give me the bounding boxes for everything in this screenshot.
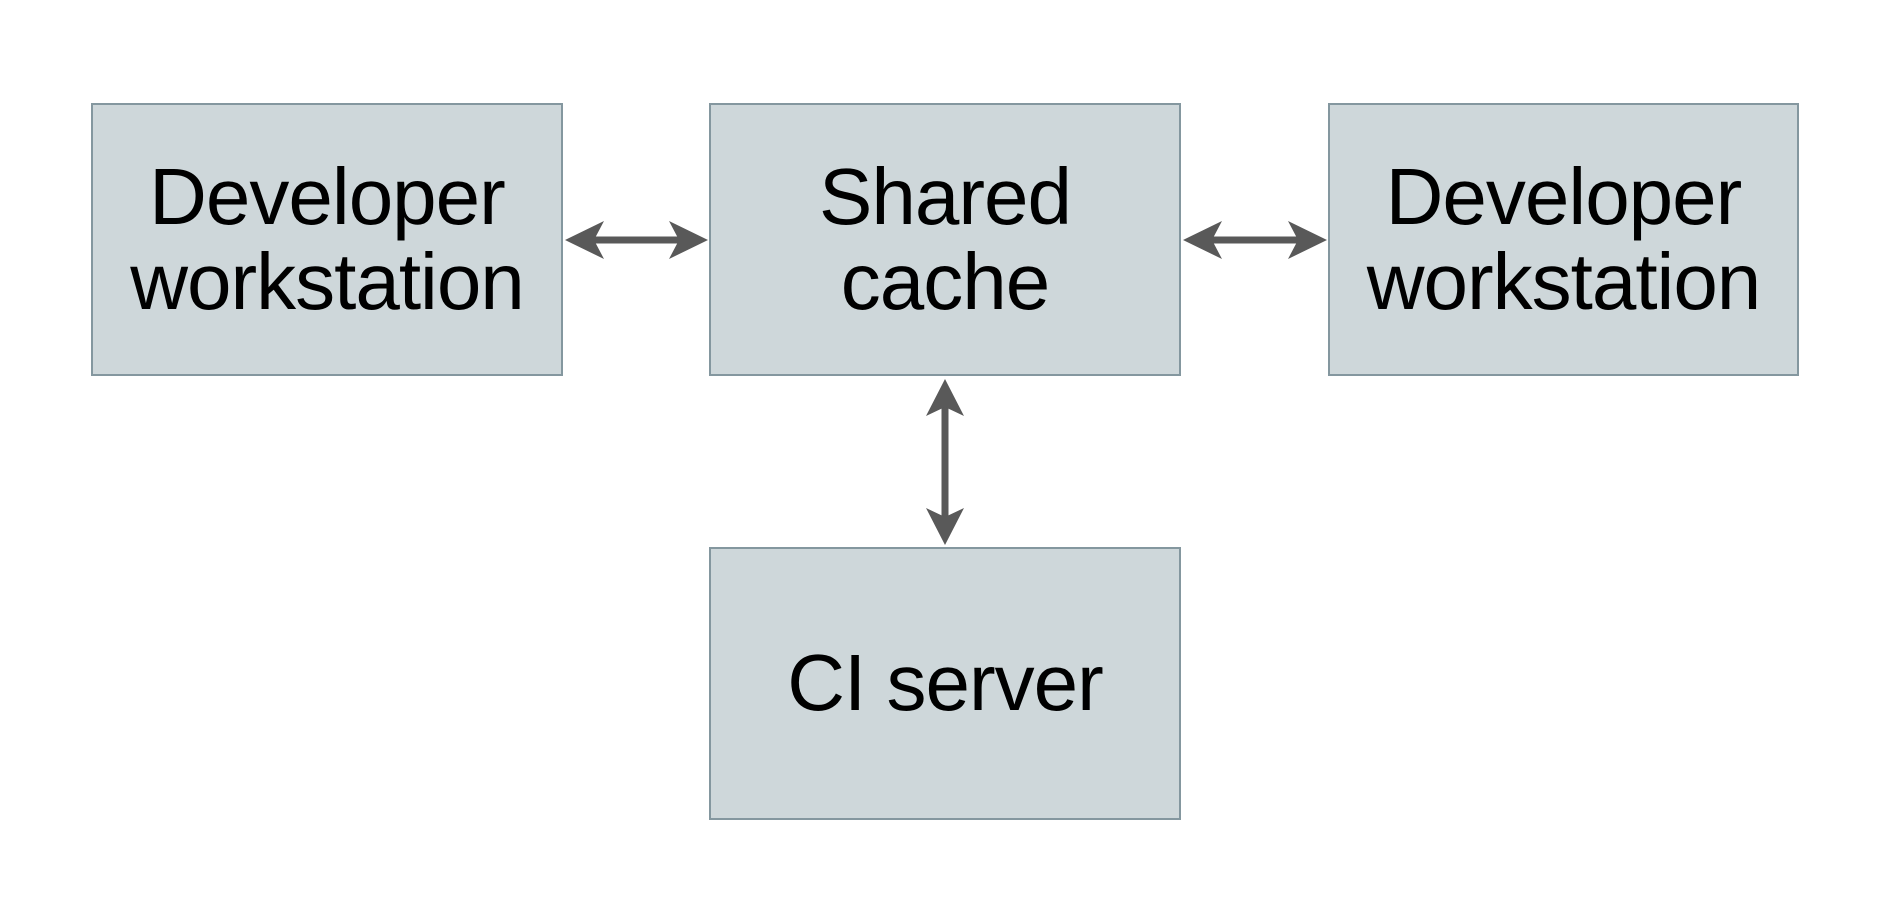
node-ci-server: CI server	[709, 547, 1181, 820]
node-label: Developer workstation	[1366, 151, 1762, 326]
double-arrow-icon	[923, 378, 967, 546]
node-shared-cache: Shared cache	[709, 103, 1181, 376]
node-developer-workstation-left: Developer workstation	[91, 103, 563, 376]
double-arrow-icon	[564, 218, 709, 262]
double-arrow-icon	[1182, 218, 1328, 262]
node-label: Shared cache	[819, 151, 1072, 326]
node-label: Developer workstation	[130, 151, 525, 326]
node-developer-workstation-right: Developer workstation	[1328, 103, 1799, 376]
node-label: CI server	[787, 638, 1103, 728]
